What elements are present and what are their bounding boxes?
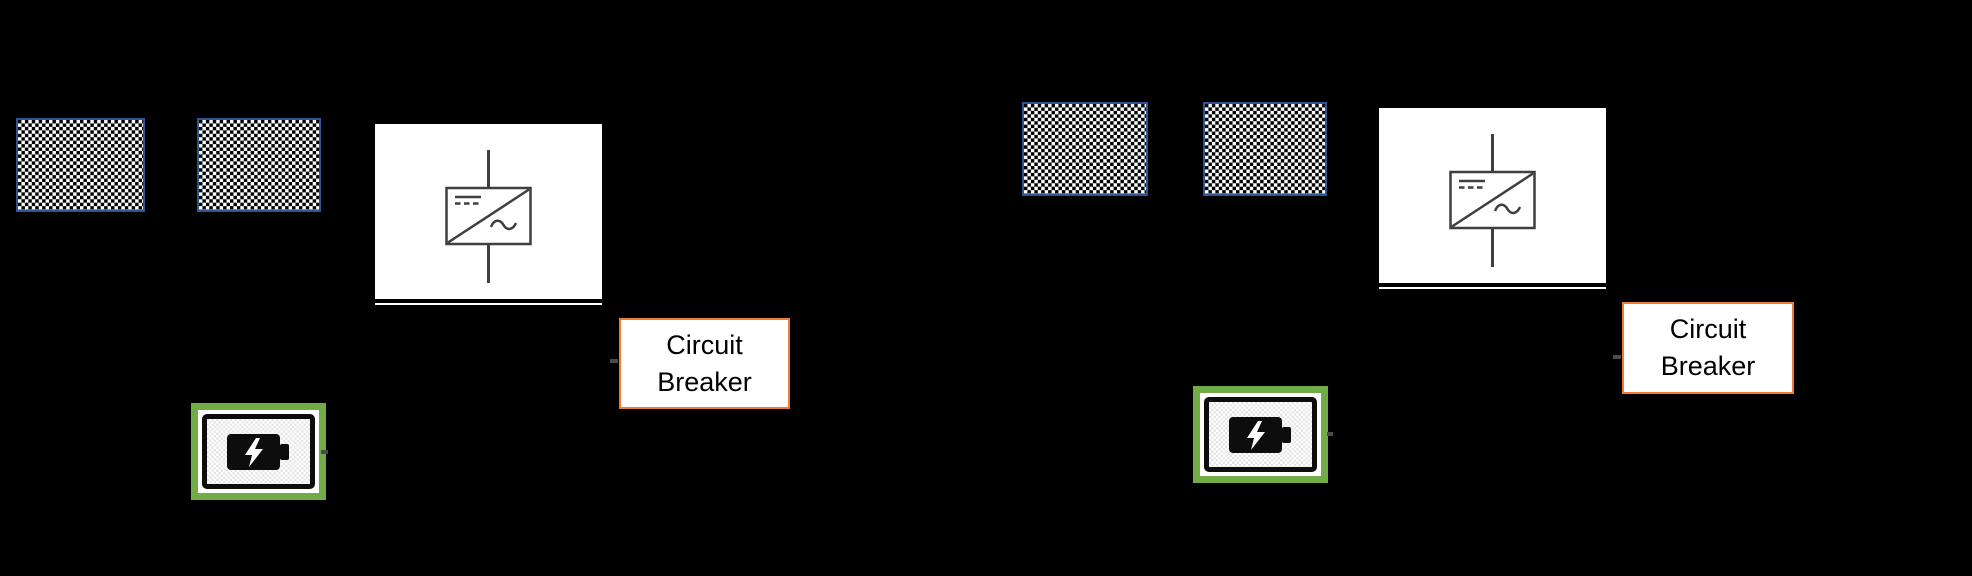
connector-line-stub <box>1327 432 1333 436</box>
inverter-symbol-box <box>1379 108 1606 289</box>
battery-charging-icon <box>1228 416 1291 453</box>
circuit-breaker-label-line1: Circuit <box>666 329 743 360</box>
battery-icon-frame <box>202 414 315 489</box>
ac-bus-line <box>375 299 602 303</box>
pv-panel-placeholder-image <box>1203 102 1327 196</box>
inverter-diagonal <box>1451 172 1534 228</box>
pv-panel-placeholder-image <box>1022 102 1148 196</box>
lightning-bolt-icon <box>244 437 263 467</box>
connector-line-stub <box>1613 355 1621 359</box>
lightning-bolt-icon <box>1246 420 1265 450</box>
inverter-symbol-box <box>375 124 602 305</box>
battery-icon-box <box>1193 386 1328 483</box>
battery-charging-icon <box>226 433 289 470</box>
ac-bus-line <box>1379 283 1606 287</box>
inverter-diagonal <box>447 188 530 244</box>
battery-icon-frame <box>1204 397 1317 472</box>
dc-ac-inverter-icon <box>1449 134 1536 267</box>
ac-sine-symbol <box>1493 203 1522 215</box>
circuit-breaker-label-line2: Breaker <box>1660 351 1756 381</box>
circuit-breaker-label-box: Circuit Breaker <box>619 318 790 409</box>
connector-line-stub <box>321 450 328 454</box>
circuit-breaker-label-line2: Breaker <box>657 366 752 397</box>
ac-sine-symbol <box>489 219 518 231</box>
pv-panel-placeholder-image <box>197 118 321 212</box>
battery-icon-box <box>191 403 326 500</box>
circuit-breaker-label-line1: Circuit <box>1669 314 1747 344</box>
dc-ac-inverter-icon <box>445 150 532 283</box>
connector-line-stub <box>610 359 618 363</box>
pv-panel-placeholder-image <box>16 118 145 212</box>
circuit-breaker-label-box: Circuit Breaker <box>1622 302 1794 394</box>
